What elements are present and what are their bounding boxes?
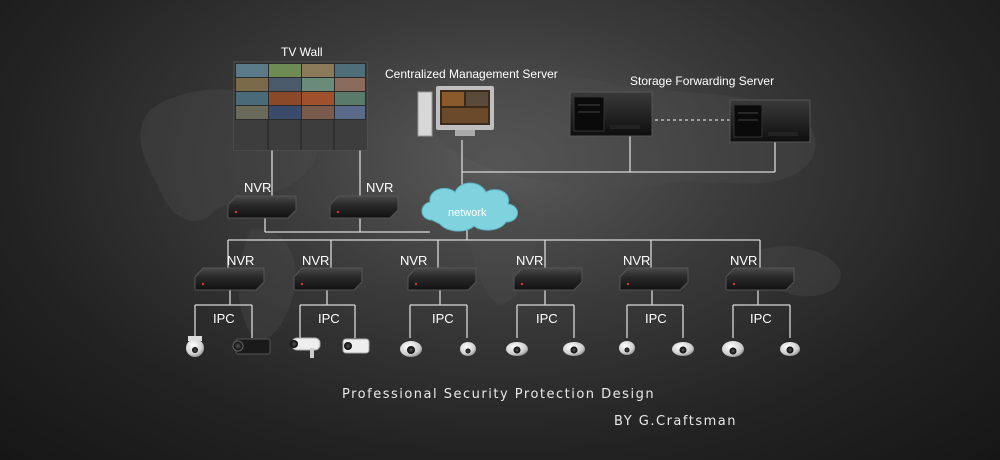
nvr-device-top-1 — [227, 195, 297, 219]
nvr-device-top-2 — [329, 195, 399, 219]
nvr-label-2: NVR — [302, 253, 330, 268]
connection-lines — [194, 119, 791, 338]
ipc-label-3: IPC — [432, 311, 454, 326]
ipc-label-5: IPC — [645, 311, 667, 326]
tv-wall — [233, 61, 368, 151]
nvr-label-top-2: NVR — [366, 180, 394, 195]
ipc-label-2: IPC — [318, 311, 340, 326]
nvr-device-2 — [293, 267, 363, 291]
ipc-bracket-6 — [732, 290, 791, 338]
nvr-device-1 — [194, 267, 265, 291]
storage-server-1 — [569, 91, 653, 137]
nvr-device-6 — [725, 267, 795, 291]
network-label: network — [448, 207, 487, 219]
dome-camera — [722, 341, 744, 357]
dome-camera — [400, 341, 422, 357]
ipc-label-4: IPC — [536, 311, 558, 326]
footer-title: Professional Security Protection Design — [342, 387, 656, 402]
nvr-device-3 — [407, 267, 477, 291]
storage-label: Storage Forwarding Server — [630, 74, 775, 88]
ipc-bracket-2 — [299, 290, 356, 338]
ipc-label-1: IPC — [213, 311, 235, 326]
footer-credit: BY G.Craftsman — [614, 414, 737, 429]
box-camera — [232, 338, 271, 355]
ipc-bracket-3 — [409, 290, 468, 338]
nvr-label-5: NVR — [623, 253, 651, 268]
dome-camera — [506, 342, 528, 356]
nvr-label-4: NVR — [516, 253, 544, 268]
network-cloud — [421, 182, 518, 232]
bullet-camera — [342, 338, 370, 354]
nvr-label-top-1: NVR — [244, 180, 272, 195]
ipc-bracket-5 — [626, 290, 684, 338]
dome-camera — [780, 342, 800, 356]
dome-camera — [460, 342, 476, 356]
tv-wall-screens — [236, 64, 365, 119]
bullet-camera — [290, 337, 321, 358]
nvr-device-5 — [619, 267, 689, 291]
ipc-label-6: IPC — [750, 311, 772, 326]
nvr-device-4 — [513, 267, 583, 291]
ipc-bracket-1 — [194, 290, 253, 338]
nvr-label-1: NVR — [227, 253, 255, 268]
ptz-dome-camera — [186, 336, 204, 357]
dome-camera — [619, 341, 635, 355]
ipc-bracket-4 — [516, 290, 575, 338]
dome-camera — [672, 342, 694, 356]
storage-server-2 — [729, 99, 811, 143]
nvr-label-6: NVR — [730, 253, 758, 268]
tv-wall-label: TV Wall — [281, 45, 323, 59]
cms-computer — [417, 86, 494, 137]
cms-label: Centralized Management Server — [385, 67, 558, 81]
dome-camera — [563, 342, 585, 356]
nvr-label-3: NVR — [400, 253, 428, 268]
